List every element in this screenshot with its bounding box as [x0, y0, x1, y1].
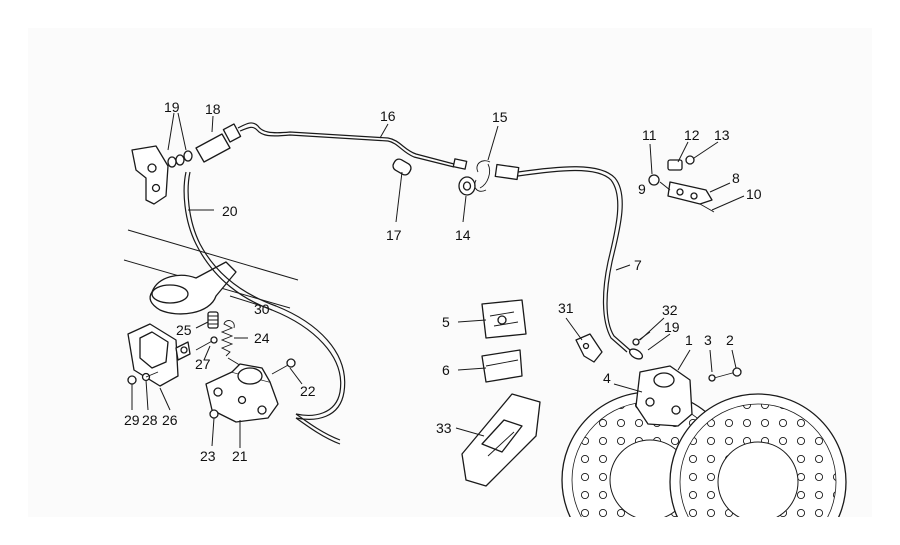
bushing-25: [207, 311, 219, 329]
label-6: 6: [442, 362, 450, 378]
bracket-31: [575, 333, 603, 363]
reservoir-bracket: [127, 323, 191, 387]
label-18: 18: [205, 101, 221, 117]
label-11: 11: [642, 127, 657, 143]
label-19-top: 19: [164, 99, 180, 115]
label-31: 31: [558, 300, 574, 316]
label-32: 32: [662, 302, 678, 318]
label-25: 25: [176, 322, 192, 338]
part-labels: 1 2 3 4 5 6 7 8 9 10 11 12 13 14 15 16 1…: [124, 99, 762, 464]
pipe-clip-17: [392, 158, 412, 176]
label-15: 15: [492, 109, 508, 125]
label-29: 29: [124, 412, 140, 428]
label-3: 3: [704, 332, 712, 348]
label-13: 13: [714, 127, 730, 143]
caliper-bolt-22: [271, 358, 296, 375]
label-17: 17: [386, 227, 402, 243]
label-30: 30: [254, 301, 270, 317]
label-24: 24: [254, 330, 270, 346]
label-10: 10: [746, 186, 762, 202]
label-12: 12: [684, 127, 700, 143]
rear-caliper: [205, 363, 279, 423]
label-1: 1: [685, 332, 693, 348]
label-19-front: 19: [664, 319, 680, 335]
master-cylinder-bracket: [131, 145, 169, 205]
label-8: 8: [732, 170, 740, 186]
label-21: 21: [232, 448, 248, 464]
label-16: 16: [380, 108, 396, 124]
label-9: 9: [638, 181, 646, 197]
banjo-bolt-18: [195, 123, 242, 163]
washers-19: [167, 150, 193, 168]
label-7: 7: [634, 257, 642, 273]
label-5: 5: [442, 314, 450, 330]
label-2: 2: [726, 332, 734, 348]
label-22: 22: [300, 383, 316, 399]
pin-27: [195, 336, 218, 351]
rear-hose-20: [183, 171, 346, 445]
screw-23: [209, 409, 219, 419]
pad-set-33: [461, 393, 541, 487]
grommet-14: [458, 176, 476, 196]
label-20: 20: [222, 203, 238, 219]
label-4: 4: [603, 370, 611, 386]
label-28: 28: [142, 412, 158, 428]
clip-15: [474, 160, 491, 192]
brake-disc: [560, 391, 860, 545]
label-14: 14: [455, 227, 471, 243]
leader-lines: [131, 112, 745, 448]
brake-pipe: [237, 122, 468, 170]
label-27: 27: [195, 356, 211, 372]
pad-set-5: [481, 299, 527, 339]
label-33: 33: [436, 420, 452, 436]
rubber-boot: [149, 261, 237, 315]
pad-set-6: [481, 349, 523, 383]
bolts-2-3: [708, 367, 742, 382]
hose-bracket: [648, 155, 715, 213]
front-caliper: [635, 365, 693, 427]
front-hose-7: [494, 163, 644, 360]
label-26: 26: [162, 412, 178, 428]
label-23: 23: [200, 448, 216, 464]
